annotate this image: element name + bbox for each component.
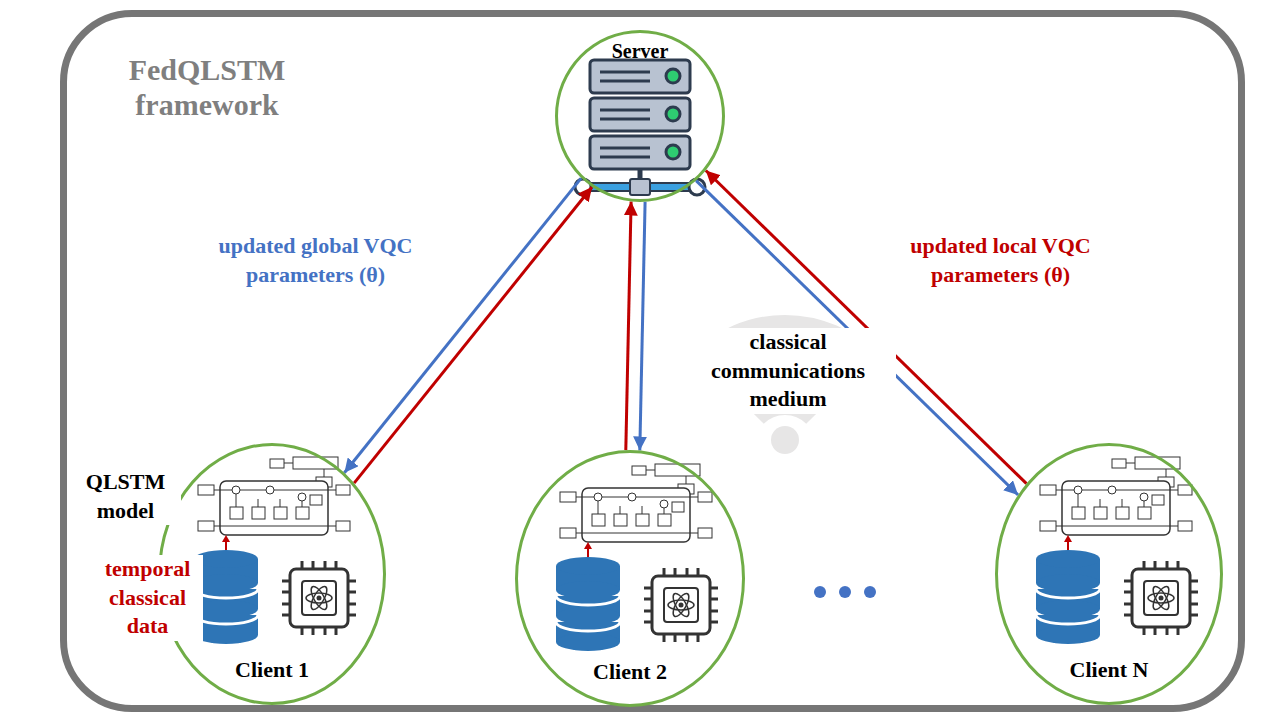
message-arrow (640, 202, 645, 451)
node-title: Client 1 (235, 658, 309, 682)
framework-frame: FedQLSTM framework ServerClient 1 Client 2… (60, 10, 1245, 712)
ellipsis-dots (814, 586, 876, 598)
message-arrow (626, 202, 631, 451)
server-node: Server (555, 30, 725, 202)
client-icons (556, 464, 718, 651)
node-title: FedQLSTM framework (107, 53, 307, 122)
client-node: Client 2 (515, 450, 745, 707)
model-label: QLSTM model (70, 468, 181, 525)
medium-label: classical communications medium (680, 328, 896, 414)
edge-label: updated local VQC parameters (θ) (890, 232, 1111, 289)
client-icons (1036, 457, 1198, 644)
client-node: Client N (995, 443, 1223, 705)
edge-label: updated global VQC parameters (θ) (200, 232, 431, 289)
data-label: temporal classical data (92, 555, 203, 641)
node-title: Client 2 (593, 660, 667, 684)
message-arrow (344, 178, 581, 473)
node-title: Server (612, 41, 669, 61)
wifi-dot (771, 426, 799, 454)
node-title: Client N (1070, 658, 1149, 682)
client-icons (194, 457, 356, 644)
server-icon (575, 60, 705, 195)
